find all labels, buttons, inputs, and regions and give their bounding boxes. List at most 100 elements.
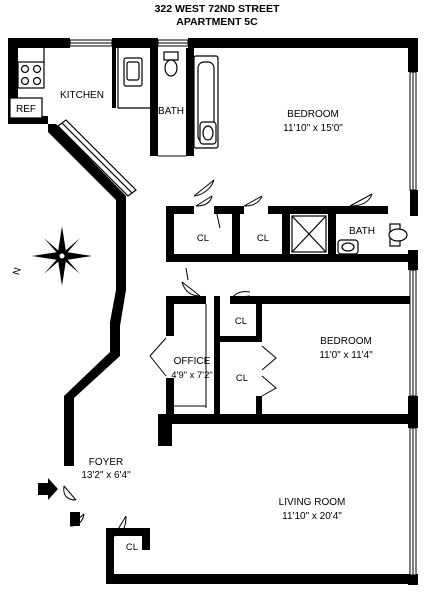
compass-point: [44, 256, 62, 274]
wall-top-left: [8, 38, 70, 48]
compass-point: [62, 252, 92, 260]
room-bedroom-mid-label: BEDROOM: [320, 336, 372, 347]
wall-closets-div-1: [232, 206, 240, 262]
room-closet-label: CL: [236, 373, 248, 384]
wall-bath-right: [186, 48, 194, 156]
wall-cl3-right: [256, 296, 262, 342]
wall-right-2: [410, 190, 418, 216]
door-swing-icon: [185, 267, 189, 281]
room-bath-top-label: BATH: [158, 106, 184, 117]
shower-x: [291, 215, 327, 253]
sink-basin: [126, 61, 140, 81]
door-swing-icon: [149, 337, 167, 377]
room-closet-label: CL: [197, 233, 209, 244]
door-swing-icon: [69, 513, 85, 527]
kitchen-fixtures: [9, 48, 150, 119]
sink-basin: [341, 242, 355, 252]
room-office-dims: 4'9" x 7'2": [171, 370, 213, 381]
wall-kitchen-bath: [112, 48, 116, 108]
wall-closets-div-3: [328, 206, 336, 262]
wall-office-left: [166, 296, 174, 336]
wall-kitchen-bottom: [8, 116, 48, 124]
door-swing-icon: [261, 375, 277, 397]
compass-point: [58, 226, 66, 256]
door-swing-icon: [243, 195, 263, 207]
door-swing-icon: [181, 281, 201, 297]
room-closet-label: CL: [126, 542, 138, 553]
wall-top-right: [188, 38, 418, 48]
door-swing-icon: [215, 209, 221, 229]
entry-arrow-icon: [38, 478, 58, 500]
stove-icon: [17, 61, 45, 89]
room-foyer-label: FOYER: [89, 457, 123, 468]
compass-north-label: N: [11, 266, 23, 276]
ref-box: [9, 97, 43, 119]
door-swing-icon: [349, 193, 373, 207]
room-closet-label: CL: [257, 233, 269, 244]
kitchen-counter: [57, 119, 137, 197]
compass-point: [62, 256, 80, 274]
wall-office-left-2: [166, 378, 174, 418]
wall-mid-top-1: [166, 296, 206, 304]
wall-cl4-right: [256, 396, 262, 420]
wall-closets-top-1: [166, 206, 194, 214]
closet-shelves: [174, 304, 207, 408]
compass-center: [58, 252, 66, 260]
burner: [32, 76, 42, 86]
compass-point: [44, 238, 62, 256]
bath-mid-fixtures: [291, 215, 408, 255]
walls: [8, 38, 418, 585]
sink-basin: [202, 125, 214, 141]
door-swing-icon: [261, 345, 277, 371]
wall-closets-div-2: [282, 206, 290, 262]
burner: [20, 64, 30, 74]
room-bedroom-mid-dims: 11'0" x 11'4": [319, 350, 373, 361]
door-swing-icon: [231, 291, 251, 299]
burner: [20, 76, 30, 86]
wall-right-1: [408, 38, 418, 72]
compass-point: [58, 256, 66, 286]
toilet-icon: [163, 51, 179, 61]
burner: [32, 64, 42, 74]
wall-closets-top-2: [214, 206, 244, 214]
compass-rose-icon: [32, 226, 92, 286]
wall-bottom-closet-left: [106, 532, 114, 584]
counter-line: [61, 122, 133, 194]
wall-bottom-1: [110, 574, 418, 584]
wall-office-right: [214, 296, 220, 414]
door-swing-icon: [113, 515, 127, 537]
wall-top-mid: [112, 38, 158, 48]
compass-point: [32, 252, 62, 260]
room-office-label: OFFICE: [174, 356, 211, 367]
bath-top-fixtures: [163, 51, 219, 149]
room-bedroom-top-label: BEDROOM: [287, 109, 339, 120]
room-living-dims: 11'10" x 20'4": [282, 511, 342, 522]
wall-right-4: [408, 396, 418, 428]
room-foyer-dims: 13'2" x 6'4": [81, 470, 131, 481]
wall-bottom-foyer: [70, 512, 80, 526]
door-swing-icon: [63, 485, 77, 501]
toilet-bowl: [388, 228, 408, 242]
room-closet-label: CL: [235, 316, 247, 327]
room-bath-mid-label: BATH: [349, 226, 375, 237]
room-kitchen-label: KITCHEN: [60, 90, 104, 101]
wall-mid-top-2: [230, 296, 410, 304]
title-address: 322 WEST 72ND STREET: [155, 3, 280, 15]
compass-point: [62, 238, 80, 256]
wall-bottom-closet-top: [106, 528, 142, 536]
wall-living-top: [158, 414, 410, 424]
room-living-label: LIVING ROOM: [279, 497, 346, 508]
wall-bath-bottom: [150, 148, 158, 156]
wall-left-kitchen: [8, 38, 18, 124]
wall-bath-left: [150, 48, 158, 156]
door-swing-icon: [193, 179, 215, 197]
wall-cl3-bottom: [220, 336, 260, 342]
wall-closets-bottom: [166, 254, 410, 262]
room-ref-label: REF: [16, 104, 36, 115]
title-apartment: APARTMENT 5C: [176, 16, 258, 28]
wall-living-stub: [158, 424, 172, 446]
wall-right-3: [408, 250, 418, 270]
wall-bottom-closet-right: [142, 528, 150, 550]
wall-closets-left: [166, 206, 174, 262]
